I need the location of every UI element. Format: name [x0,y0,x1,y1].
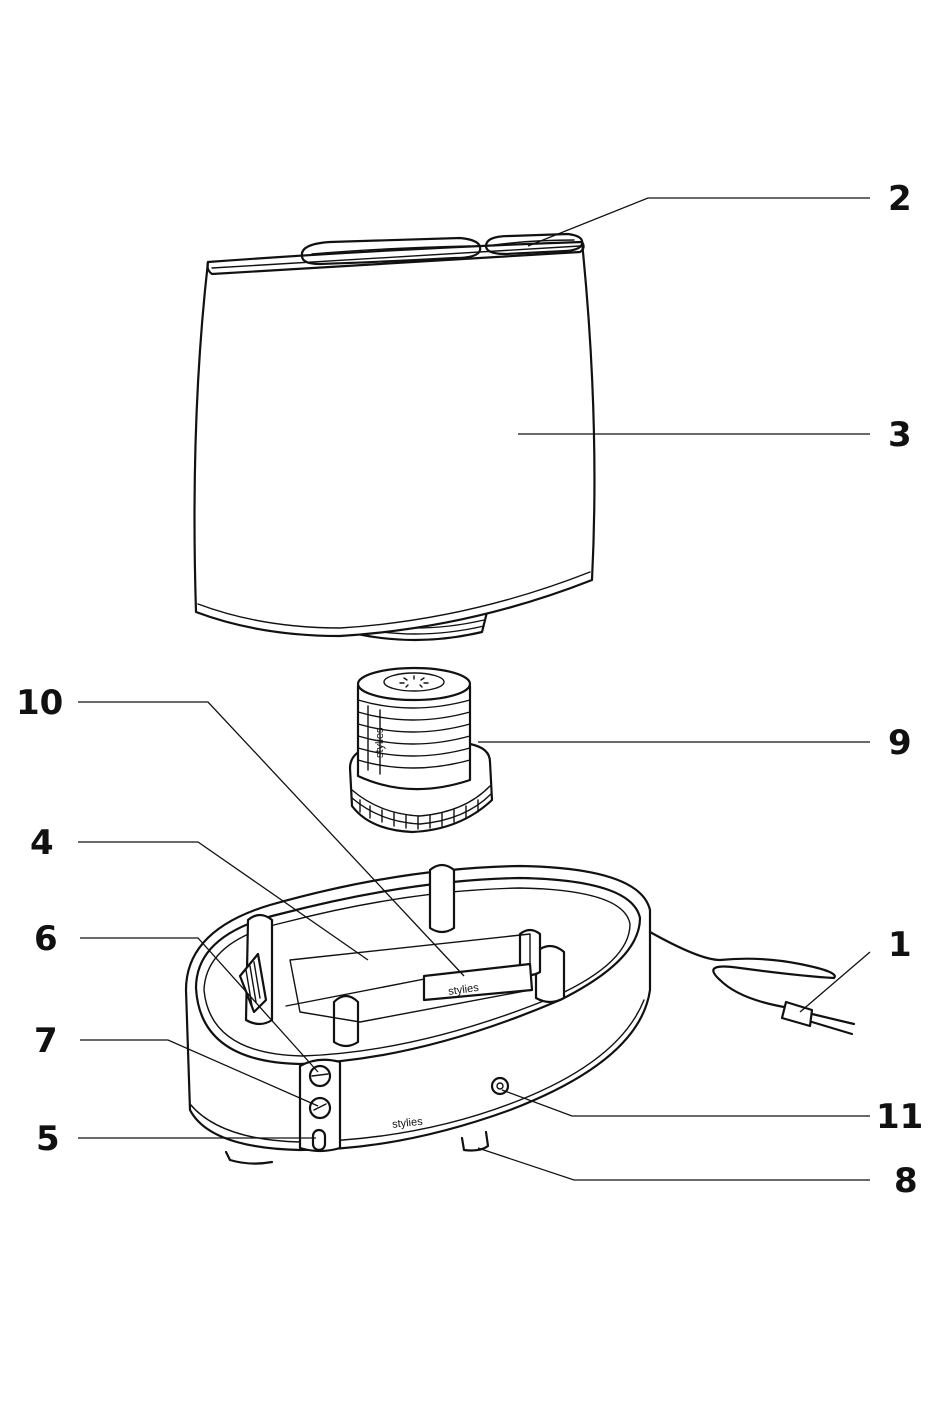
leader-8 [478,1148,870,1180]
fan-speed-knob[interactable] [310,1098,330,1118]
callout-6: 6 [34,919,58,959]
callout-7: 7 [34,1021,58,1061]
leader-2 [528,198,870,246]
water-tank [195,234,595,640]
callout-5: 5 [36,1119,60,1159]
leader-11 [502,1090,870,1116]
callout-8: 8 [894,1161,918,1201]
callout-2: 2 [888,179,912,219]
callout-3: 3 [888,415,912,455]
filter-cartridge: stylies [350,668,492,832]
power-cord [650,932,854,1034]
callout-11: 11 [876,1097,923,1137]
indicator-light [313,1130,325,1150]
callout-4: 4 [30,823,54,863]
base-unit: stylies stylies [186,865,650,1164]
callout-1: 1 [888,925,912,965]
leader-1 [800,952,870,1012]
callout-9: 9 [888,723,912,763]
callout-10: 10 [16,683,63,723]
filter-brand-text: stylies [374,727,386,758]
